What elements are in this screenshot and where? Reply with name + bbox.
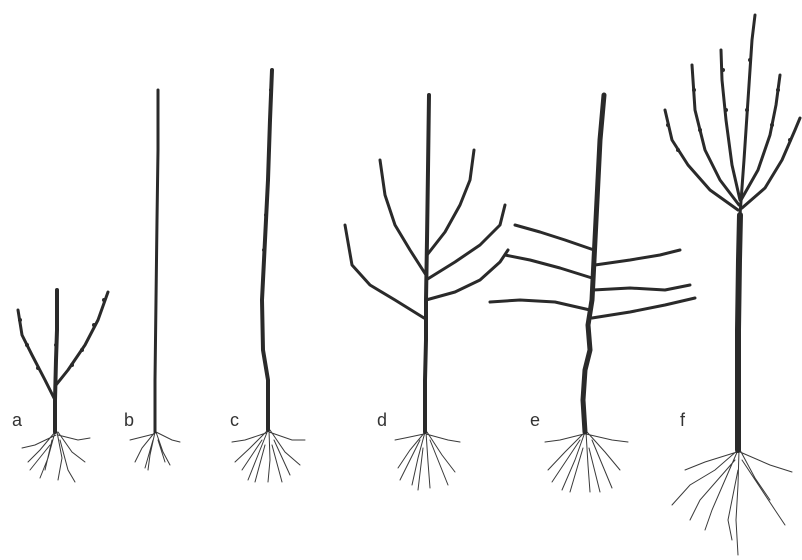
- tree-c: [232, 70, 305, 482]
- label-c: c: [230, 410, 239, 430]
- tree-e-roots: [545, 432, 628, 492]
- tree-a-trunk: [55, 290, 57, 432]
- tree-d-branch-5: [426, 250, 508, 300]
- tree-e-tier-2-right: [593, 285, 690, 290]
- tree-b-trunk: [155, 90, 158, 432]
- tree-a-buds: [18, 298, 106, 370]
- tree-d-trunk: [425, 95, 429, 432]
- tree-a-right-shoot: [56, 292, 108, 385]
- tree-f-branch-2: [692, 65, 739, 205]
- tree-f-leader: [740, 15, 755, 215]
- tree-e-tier-1-right: [592, 298, 695, 318]
- tree-d-branch-3: [427, 150, 474, 255]
- tree-f-trunk: [738, 215, 740, 450]
- tree-d: [345, 95, 508, 490]
- label-b: b: [124, 410, 134, 430]
- tree-c-roots: [232, 430, 305, 482]
- tree-a-roots: [22, 432, 90, 482]
- label-d: d: [377, 410, 387, 430]
- tree-e-tier-2-left: [505, 255, 592, 278]
- tree-a-left-shoot: [18, 310, 55, 400]
- tree-d-branch-2: [380, 160, 426, 275]
- tree-e-tier-3-left: [515, 225, 594, 250]
- label-f: f: [680, 410, 686, 430]
- tree-b-roots: [130, 432, 180, 470]
- tree-b: [130, 90, 180, 470]
- tree-a: [18, 290, 108, 482]
- tree-e-tier-1-left: [490, 300, 590, 310]
- tree-f-roots: [672, 450, 792, 555]
- tree-d-roots: [395, 432, 460, 490]
- label-e: e: [530, 410, 540, 430]
- tree-e: [490, 95, 695, 492]
- tree-e-tier-3-right: [595, 250, 680, 265]
- tree-d-branch-1: [345, 225, 424, 318]
- label-a: a: [12, 410, 23, 430]
- tree-f-branch-3: [721, 50, 740, 200]
